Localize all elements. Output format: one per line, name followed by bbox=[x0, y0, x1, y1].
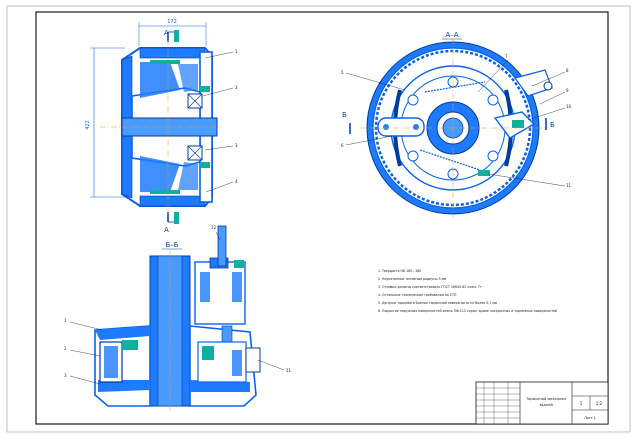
callout-11: 11 bbox=[566, 183, 572, 188]
dimension-height-label: 422 bbox=[85, 120, 91, 130]
callout-bb-11: 11 bbox=[286, 368, 292, 373]
title-scale: 1:2 bbox=[596, 401, 603, 406]
callout-6: 6 bbox=[341, 143, 344, 148]
title-mass: 1 bbox=[580, 401, 583, 406]
title-block: Тормозной механизм задний 1 1:2 Лист 1 bbox=[475, 381, 609, 425]
callout-9: 9 bbox=[566, 88, 569, 93]
section-aa-view: А–А bbox=[341, 31, 572, 218]
callout-7: 7 bbox=[505, 54, 508, 59]
callout-10: 10 bbox=[566, 104, 572, 109]
dimension-width-label: 172 bbox=[167, 19, 177, 25]
note-line: 3. Отливки должны соответствовать ГОСТ 2… bbox=[378, 285, 482, 289]
cut-b-right-label: Б bbox=[550, 121, 555, 129]
section-bb-title: Б–Б bbox=[165, 241, 178, 249]
technical-requirements: 1. Твердость НВ 160...180 2. Неуказанные… bbox=[378, 269, 557, 313]
callout-bb-2: 2 bbox=[64, 346, 67, 351]
callout-4: 4 bbox=[235, 179, 238, 184]
side-section-view: 172 422 А А bbox=[85, 19, 238, 234]
note-line: 4. Остальные технические требования по С… bbox=[378, 293, 457, 297]
cut-a-bottom-label: А bbox=[164, 226, 169, 234]
title-name-line1: Тормозной механизм bbox=[525, 397, 566, 401]
cut-a-top-label: А bbox=[164, 29, 169, 37]
outer-frame bbox=[6, 5, 631, 433]
note-line: 5. Допуски торцевого биения тормозной по… bbox=[378, 301, 498, 305]
inner-frame bbox=[35, 11, 609, 425]
callout-1: 1 bbox=[235, 49, 238, 54]
title-name-line2: задний bbox=[539, 403, 553, 407]
callout-bb-3: 3 bbox=[64, 373, 67, 378]
callout-5: 5 bbox=[341, 70, 344, 75]
callout-8: 8 bbox=[566, 68, 569, 73]
cut-b-left-label: Б bbox=[342, 111, 347, 119]
section-aa-title: А–А bbox=[445, 31, 458, 39]
title-sheet: Лист 1 bbox=[584, 416, 596, 420]
callout-2: 2 bbox=[235, 85, 238, 90]
callout-bb-1: 1 bbox=[64, 318, 67, 323]
callout-12: 12 bbox=[211, 225, 217, 230]
note-line: 2. Неуказанные литейные радиусы 3 мм bbox=[378, 277, 447, 281]
section-bb-view: Б–Б 12 1 2 bbox=[64, 225, 292, 412]
note-line: 1. Твердость НВ 160...180 bbox=[378, 269, 421, 273]
callout-3: 3 bbox=[235, 143, 238, 148]
note-line: 6. Покрытие наружных поверхностей эмаль … bbox=[378, 309, 557, 313]
